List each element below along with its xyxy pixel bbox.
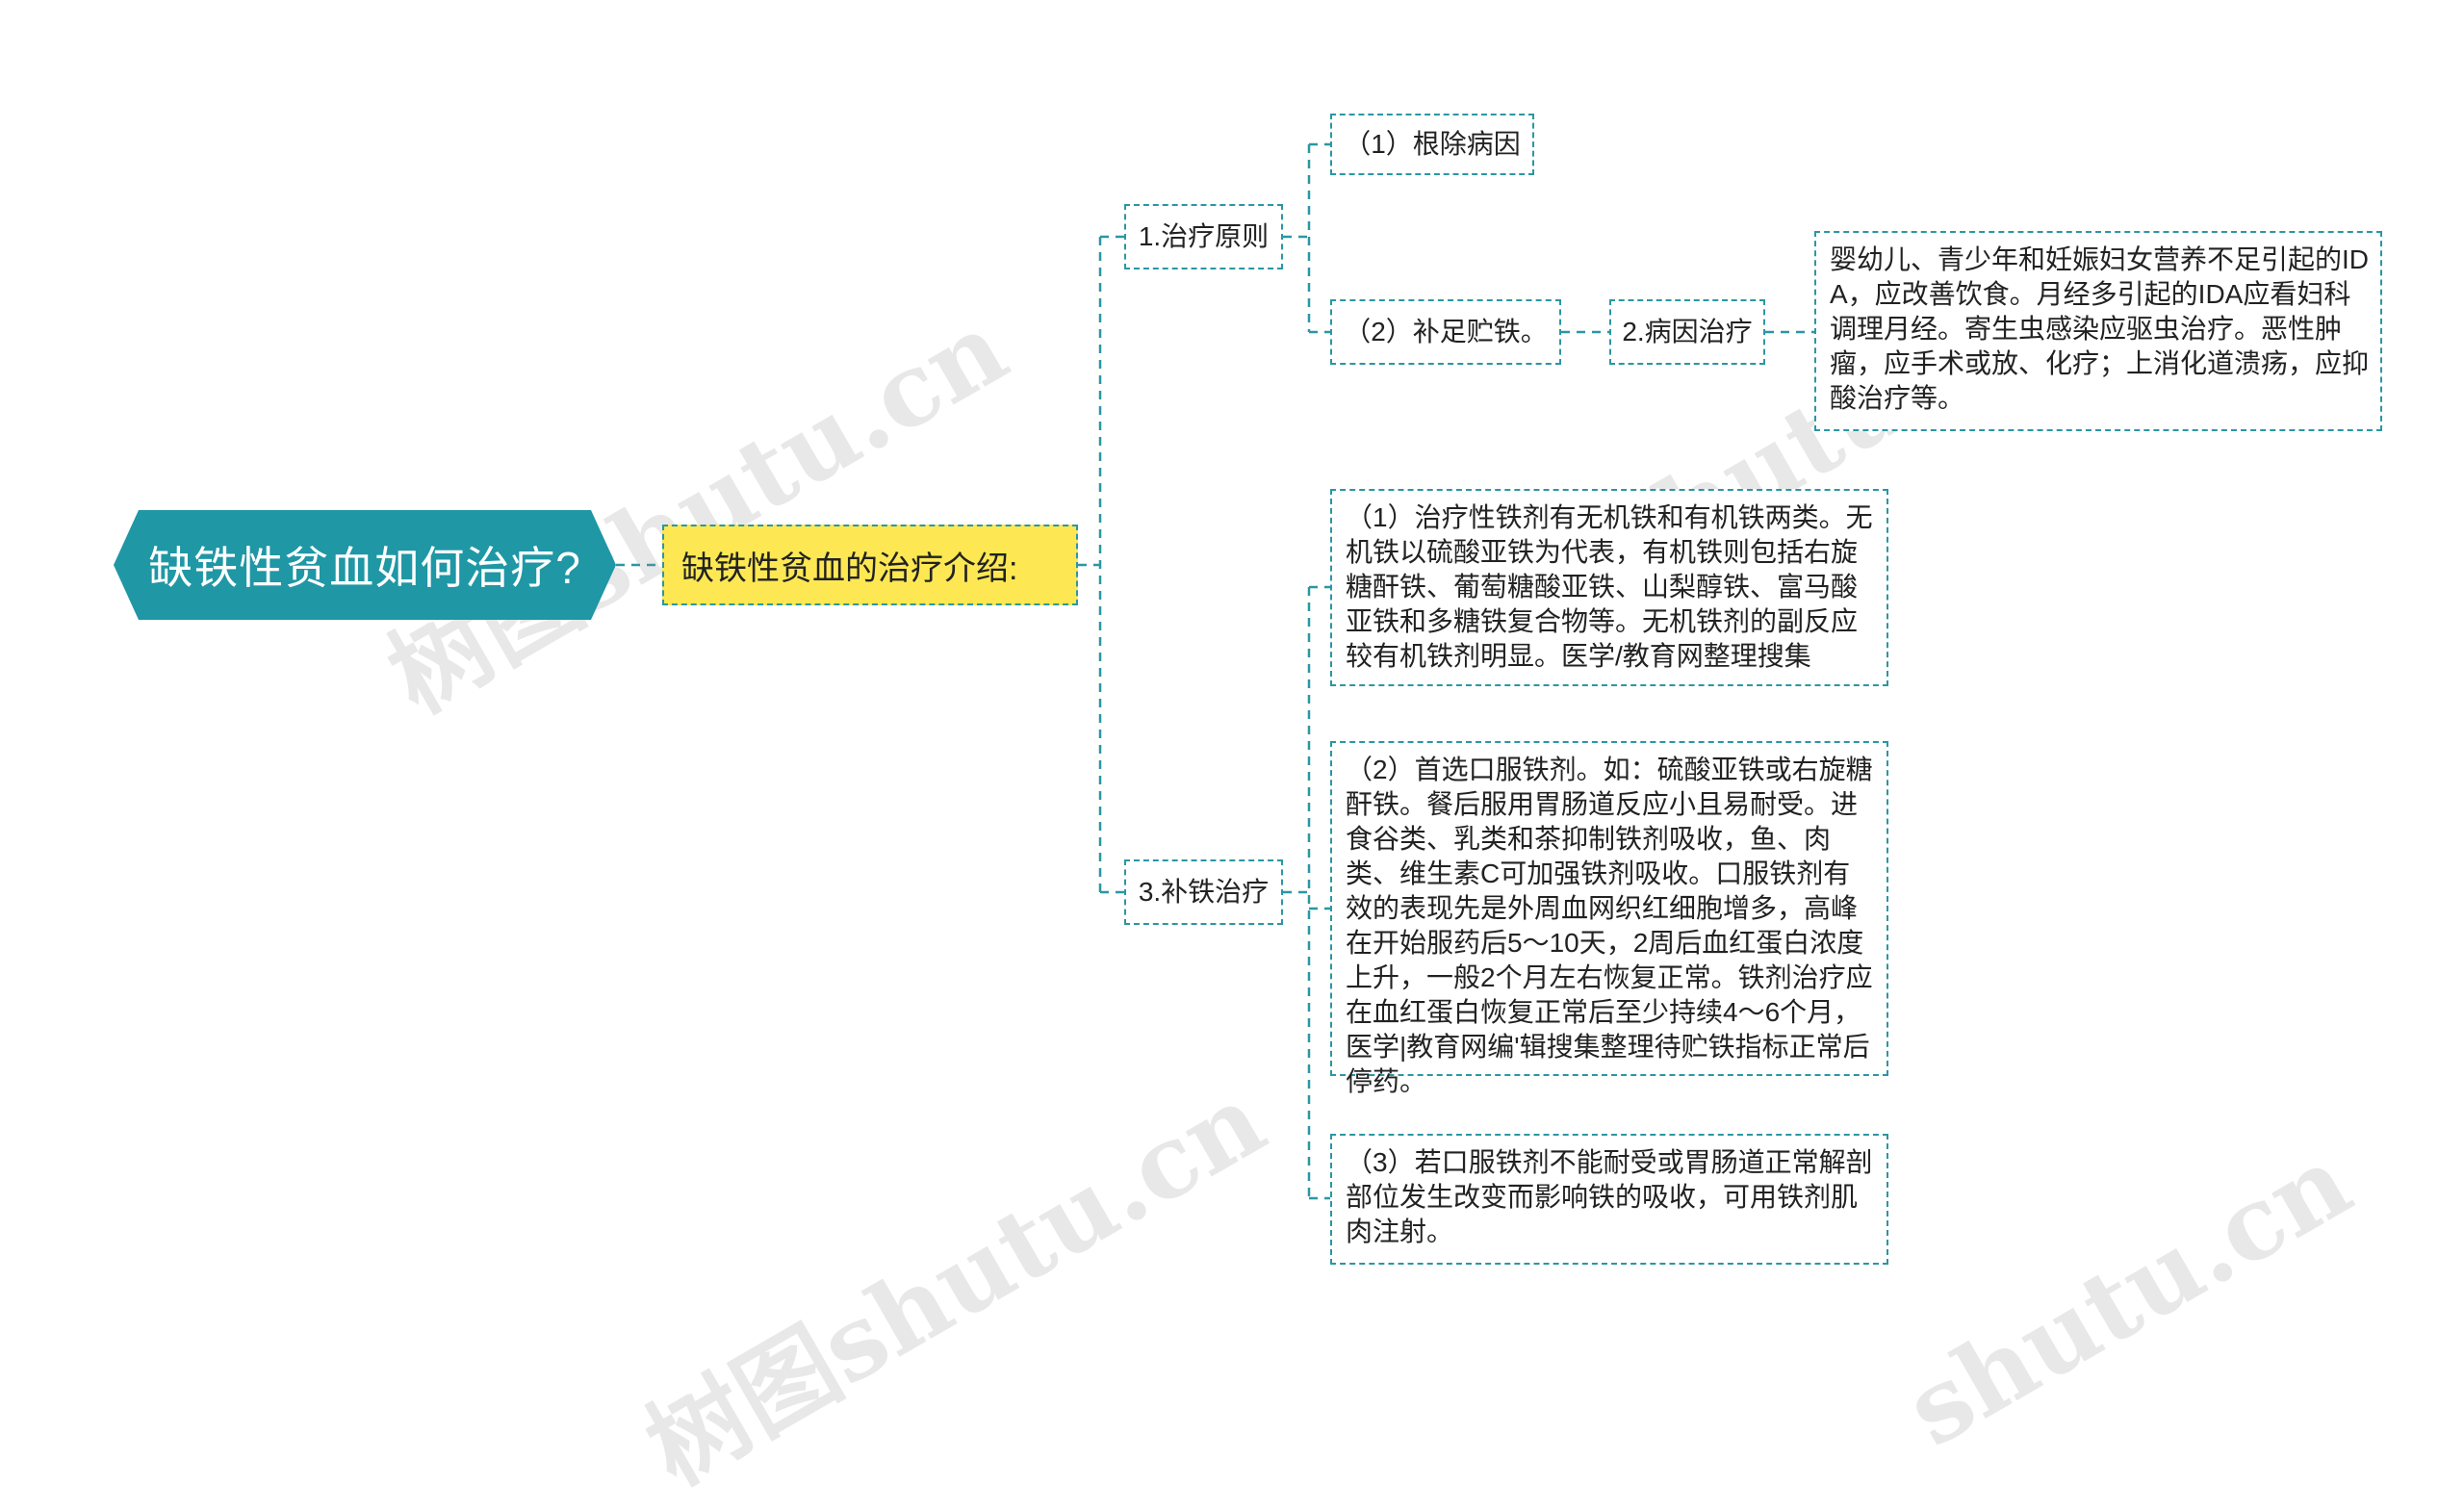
branch-cause-treatment-label: 2.病因治疗 [1622,317,1753,346]
supplement-item-3-text: （3）若口服铁剂不能耐受或胃肠道正常解剖部位发生改变而影响铁的吸收，可用铁剂肌肉… [1346,1147,1873,1246]
branch-cause-treatment[interactable]: 2.病因治疗 [1609,299,1765,365]
principle-replenish-iron-label: （2）补足贮铁。 [1344,317,1548,346]
supplement-item-2[interactable]: （2）首选口服铁剂。如：硫酸亚铁或右旋糖酐铁。餐后服用胃肠道反应小且易耐受。进食… [1330,741,1888,1096]
principle-remove-cause[interactable]: （1）根除病因 [1330,114,1534,175]
cause-treatment-detail-text: 婴幼儿、青少年和妊娠妇女营养不足引起的IDA，应改善饮食。月经多引起的IDA应看… [1830,244,2370,413]
root-topic-label: 缺铁性贫血如何治疗? [148,543,581,593]
root-topic[interactable]: 缺铁性贫血如何治疗? [114,510,616,620]
principle-replenish-iron[interactable]: （2）补足贮铁。 [1330,299,1561,365]
supplement-item-1-text: （1）治疗性铁剂有无机铁和有机铁两类。无机铁以硫酸亚铁为代表，有机铁则包括右旋糖… [1346,502,1873,671]
supplement-item-3[interactable]: （3）若口服铁剂不能耐受或胃肠道正常解剖部位发生改变而影响铁的吸收，可用铁剂肌肉… [1330,1134,1888,1265]
mind-map-canvas: 树图shutu.cn shutu.cn 树图shutu.cn shutu.cn … [0,114,2382,1507]
supplement-item-1[interactable]: （1）治疗性铁剂有无机铁和有机铁两类。无机铁以硫酸亚铁为代表，有机铁则包括右旋糖… [1330,489,1888,686]
supplement-item-2-text: （2）首选口服铁剂。如：硫酸亚铁或右旋糖酐铁。餐后服用胃肠道反应小且易耐受。进食… [1346,755,1873,1096]
branch-principle-label: 1.治疗原则 [1138,221,1270,251]
subtopic-node[interactable]: 缺铁性贫血的治疗介绍: [662,525,1078,605]
branch-iron-supplement[interactable]: 3.补铁治疗 [1124,859,1283,925]
subtopic-label: 缺铁性贫血的治疗介绍: [681,550,1018,587]
branch-iron-supplement-label: 3.补铁治疗 [1138,877,1270,907]
branch-principle[interactable]: 1.治疗原则 [1124,204,1283,269]
connector-lines [616,142,1814,1200]
principle-remove-cause-label: （1）根除病因 [1344,129,1521,159]
cause-treatment-detail[interactable]: 婴幼儿、青少年和妊娠妇女营养不足引起的IDA，应改善饮食。月经多引起的IDA应看… [1814,231,2382,431]
